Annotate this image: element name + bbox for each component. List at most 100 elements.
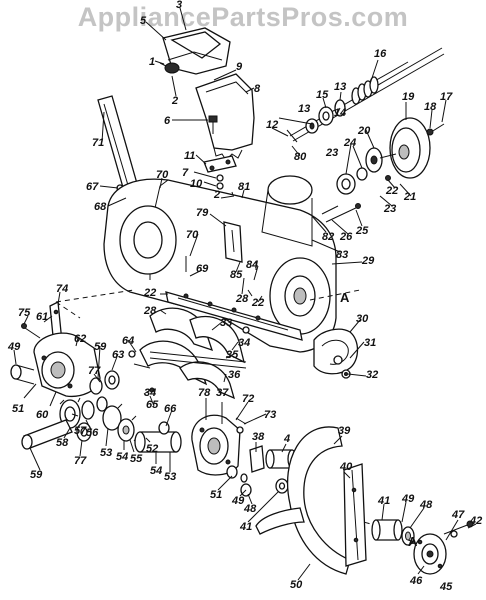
callout-23b: 23 [383,203,396,215]
callout-58: 58 [56,437,69,449]
callout-17: 17 [440,91,453,103]
callout-8: 8 [254,83,261,95]
callout-16: 16 [374,48,387,60]
lower-washer [76,422,92,442]
callout-51b: 51 [210,489,222,501]
callout-13a: 13 [334,81,346,93]
callout-26: 26 [339,231,353,243]
callout-85: 85 [230,269,243,281]
callout-34a: 34 [238,337,250,349]
callout-4: 4 [283,433,290,445]
callout-41a: 41 [377,495,390,507]
callout-77b: 77 [74,455,87,467]
auger-bolts [128,350,155,393]
auger-housing [103,178,337,353]
callout-22c: 22 [251,297,264,309]
callout-39: 39 [338,425,351,437]
callout-31: 31 [364,337,376,349]
gear-bushing [81,396,108,420]
callout-74: 74 [56,283,68,295]
hub-washers [336,167,368,195]
callout-2: 2 [171,95,178,107]
callout-13b: 13 [298,103,310,115]
callout-28a: 28 [143,305,157,317]
callout-A1: A [340,290,350,305]
drive-collar [134,421,182,453]
callout-32: 32 [366,369,378,381]
callout-22a: 22 [385,185,398,197]
skid-shoe [313,328,359,375]
scraper-bar [165,291,303,341]
small-pin [286,129,298,143]
right-gear-housing [191,414,241,476]
callout-22b: 22 [143,287,156,299]
callout-52: 52 [146,443,158,455]
callout-5: 5 [140,15,147,27]
callout-23a: 23 [325,147,338,159]
callout-55: 55 [130,453,143,465]
callout-53a: 53 [100,447,112,459]
callout-35: 35 [226,349,239,361]
callout-49a: 49 [7,341,21,353]
callout-51a: 51 [12,403,24,415]
callout-56: 56 [86,427,99,439]
callout-7: 7 [182,167,189,179]
callout-71: 71 [92,137,104,149]
callout-67: 67 [86,181,99,193]
callout-63: 63 [112,349,124,361]
callout-75: 75 [18,307,31,319]
callout-45: 45 [439,581,453,593]
callout-19: 19 [402,91,415,103]
callout-34b: 34 [144,387,156,399]
auger-spiral [139,307,247,400]
left-shaft [10,364,35,385]
callout-61: 61 [36,311,48,323]
callout-6: 6 [164,115,171,127]
callout-21: 21 [403,191,416,203]
callout-49c: 49 [401,493,415,505]
callout-28b: 28 [235,293,249,305]
callout-14: 14 [334,107,346,119]
chute-opening [261,175,313,247]
callout-68: 68 [94,201,107,213]
callout-81: 81 [238,181,250,193]
callout-15: 15 [316,89,329,101]
callout-53b: 53 [164,471,176,483]
callout-83: 83 [336,249,348,261]
flange-bolts [443,520,474,538]
callout-54a: 54 [116,451,128,463]
callout-78: 78 [198,387,211,399]
housing-bolts [185,256,259,334]
gear-case [33,332,101,398]
callout-79: 79 [196,207,209,219]
left-bolt [21,323,41,339]
callout-66: 66 [164,403,177,415]
shaft-spring [351,76,379,105]
hub-bolts [321,175,391,223]
callout-2b: 2 [213,189,220,201]
callout-50: 50 [290,579,303,591]
callout-80: 80 [294,151,307,163]
callout-48b: 48 [419,499,433,511]
callout-47: 47 [451,509,465,521]
callout-12: 12 [266,119,278,131]
housing-seals [226,465,248,483]
callout-30: 30 [356,313,369,325]
callout-69: 69 [196,263,209,275]
impeller-small-parts [240,478,289,497]
leader-lines [13,7,477,581]
callout-33: 33 [220,317,232,329]
discharge-chute [195,73,255,161]
callout-57: 57 [74,425,87,437]
callout-70a: 70 [156,169,169,181]
callout-labels: 3 5 1 2 9 8 6 16 19 18 17 15 13 13 14 12… [7,0,482,593]
callout-73: 73 [264,409,276,421]
callout-3: 3 [176,0,182,11]
callout-60: 60 [36,409,49,421]
skid-hardware [333,355,351,379]
callout-65: 65 [146,399,159,411]
center-bracket [223,221,243,263]
end-flange [413,533,447,575]
callout-38: 38 [252,431,265,443]
